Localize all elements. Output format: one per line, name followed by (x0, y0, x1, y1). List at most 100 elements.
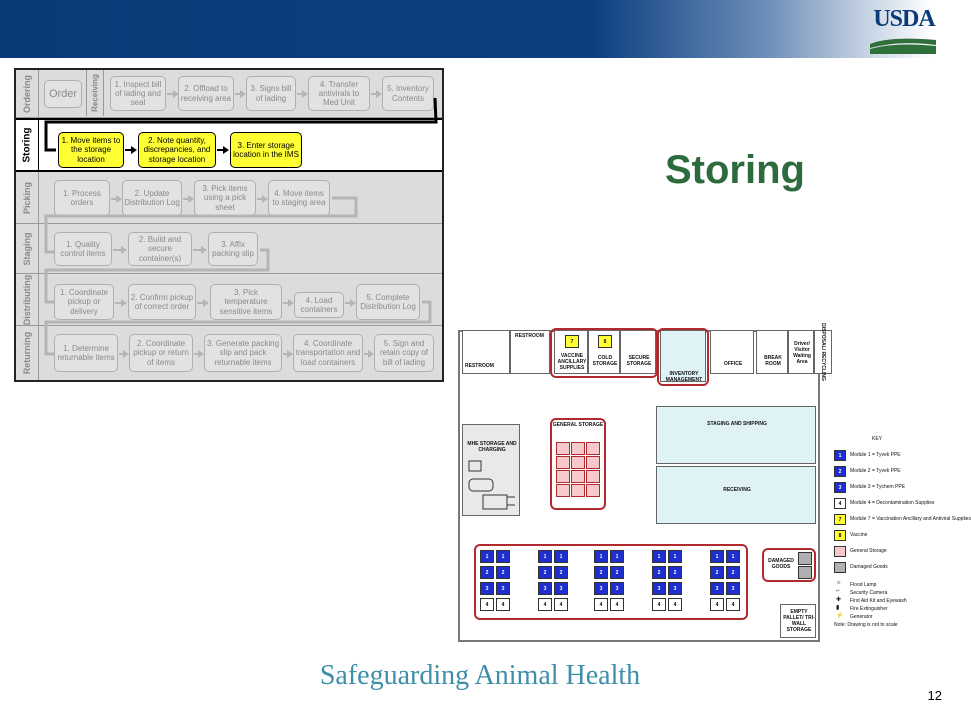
module-cell: 4 (668, 598, 682, 611)
module-cell: 2 (610, 566, 624, 579)
module-cell: 1 (726, 550, 740, 563)
module-cell: 2 (538, 566, 552, 579)
process-step-picking-2: 2. Update Distribution Log (122, 180, 182, 216)
key-label: Flood Lamp (850, 582, 877, 588)
process-step-returning-3: 3. Generate packing slip and pack return… (204, 334, 282, 372)
module-cell: 1 (538, 550, 552, 563)
module-cell: 3 (594, 582, 608, 595)
process-step-returning-4: 4. Coordinate transportation and load co… (293, 334, 363, 372)
key-symbol-icon: ⚡ (836, 613, 844, 619)
highlight-damaged-goods (762, 548, 816, 582)
lane-ordering: Ordering Order Receiving 1. Inspect bill… (16, 70, 442, 118)
key-symbol-icon: ⌐ (836, 588, 840, 594)
module-cell: 4 (610, 598, 624, 611)
module-cell: 4 (496, 598, 510, 611)
key-row: ⌐ Security Camera (832, 588, 950, 599)
key-label: Generator (850, 614, 873, 620)
arrow (371, 90, 382, 98)
process-step-staging-2: 2. Build and secure container(s) (128, 232, 192, 266)
key-label: Vaccine (850, 532, 868, 538)
key-symbol-icon: ▮ (836, 605, 840, 611)
module-cell: 1 (668, 550, 682, 563)
key-label: General Storage (850, 548, 887, 554)
module-cell: 3 (652, 582, 666, 595)
module-cell: 2 (480, 566, 494, 579)
header-bar (0, 0, 960, 58)
module-cell: 3 (726, 582, 740, 595)
arrow (194, 350, 204, 358)
key-label: Security Camera (850, 590, 888, 596)
damaged-goods-label: DAMAGED GOODS (768, 558, 794, 570)
receiving-divider: Receiving (86, 70, 104, 116)
key-swatch: 7 (834, 514, 846, 525)
room-restroom-top: RESTROOM (510, 330, 550, 374)
area-receiving: RECEIVING (656, 466, 816, 524)
module-cell: 1 (710, 550, 724, 563)
module-cell: 2 (554, 566, 568, 579)
room-restroom-left: RESTROOM (462, 330, 510, 374)
process-step-distributing-3: 3. Pick temperature sensitive items (210, 284, 282, 320)
module-cell: 4 (554, 598, 568, 611)
key-label: Module 7 = Vaccination Ancillary and Ant… (850, 516, 971, 522)
key-label: First Aid Kit and Eyewash (850, 598, 907, 604)
module-cell: 4 (594, 598, 608, 611)
process-step-order: Order (44, 80, 82, 108)
process-step-distributing-4: 4. Load containers (294, 292, 344, 318)
module-cell: 3 (496, 582, 510, 595)
area-empty-pallet-storage: EMPTY PALLET/ TRI-WALL STORAGE (780, 604, 816, 638)
process-step-returning-5: 5. Sign and retain copy of bill of ladin… (374, 334, 434, 372)
room-break-room: BREAK ROOM (756, 330, 788, 374)
module-cell: 4 (652, 598, 666, 611)
cold-storage-marker: 8 (598, 335, 612, 348)
arrow (119, 350, 129, 358)
process-step-receiving-3: 3. Signs bill of lading (246, 76, 296, 111)
key-row: ▮Fire Extinguisher (832, 604, 950, 615)
area-mhe-storage-charging: MHE STORAGE AND CHARGING (462, 424, 520, 516)
key-row: ☼ Flood Lamp (832, 580, 950, 591)
warehouse-floor-plan: RESTROOM RESTROOM 7 VACCINE ANCILLARY SU… (458, 322, 832, 644)
key-row: 8 Vaccine (832, 530, 950, 541)
lane-label-picking: Picking (16, 172, 39, 223)
process-step-receiving-5: 5. Inventory Contents (382, 76, 434, 111)
key-swatch (834, 562, 846, 573)
key-swatch: 3 (834, 482, 846, 493)
module-cell: 4 (538, 598, 552, 611)
key-swatch: 8 (834, 530, 846, 541)
forklift-icon (468, 460, 515, 510)
process-step-returning-2: 2. Coordinate pickup or return of items (129, 334, 193, 372)
module-cell: 1 (496, 550, 510, 563)
module-cell: 4 (480, 598, 494, 611)
key-label: Module 1 = Tyvek PPE (850, 452, 901, 458)
key-label: Module 3 = Tychem PPE (850, 484, 906, 490)
key-symbol-icon: ☼ (836, 580, 842, 586)
arrow (297, 90, 308, 98)
usda-logo-text: USDA (873, 6, 935, 32)
module-cell: 4 (710, 598, 724, 611)
highlight-general-storage (550, 418, 606, 510)
module-cell: 3 (610, 582, 624, 595)
key-row: 7 Module 7 = Vaccination Ancillary and An… (832, 514, 971, 525)
key-swatch: 1 (834, 450, 846, 461)
process-step-distributing-2: 2. Confirm pickup of correct order (128, 284, 196, 320)
arrow (345, 299, 356, 307)
highlight-storage-rooms (550, 328, 658, 378)
module-cell: 2 (668, 566, 682, 579)
lane-staging: Staging 1. Quality control items 2. Buil… (16, 224, 442, 274)
lane-storing: Storing 1. Move items to the storage loc… (16, 118, 442, 172)
module-cell: 2 (652, 566, 666, 579)
vaccine-module-marker: 7 (565, 335, 579, 348)
room-driver-visitor-waiting: Driver/ Visitor Waiting Area (788, 330, 814, 374)
arrow (183, 195, 194, 203)
process-step-returning-1: 1. Determine returnable items (54, 334, 118, 372)
module-cell: 4 (726, 598, 740, 611)
arrow (283, 299, 294, 307)
lane-label-returning: Returning (16, 326, 39, 380)
lane-label-ordering: Ordering (16, 70, 39, 117)
key-swatch (834, 546, 846, 557)
room-secure-storage: SECURE STORAGE (620, 330, 656, 374)
process-step-storing-3: 3. Enter storage location in the IMS (230, 132, 302, 168)
arrow (125, 146, 137, 154)
key-row: ✚First Aid Kit and Eyewash (832, 596, 950, 607)
process-step-picking-4: 4. Move items to staging area (268, 180, 330, 216)
arrow (235, 90, 246, 98)
